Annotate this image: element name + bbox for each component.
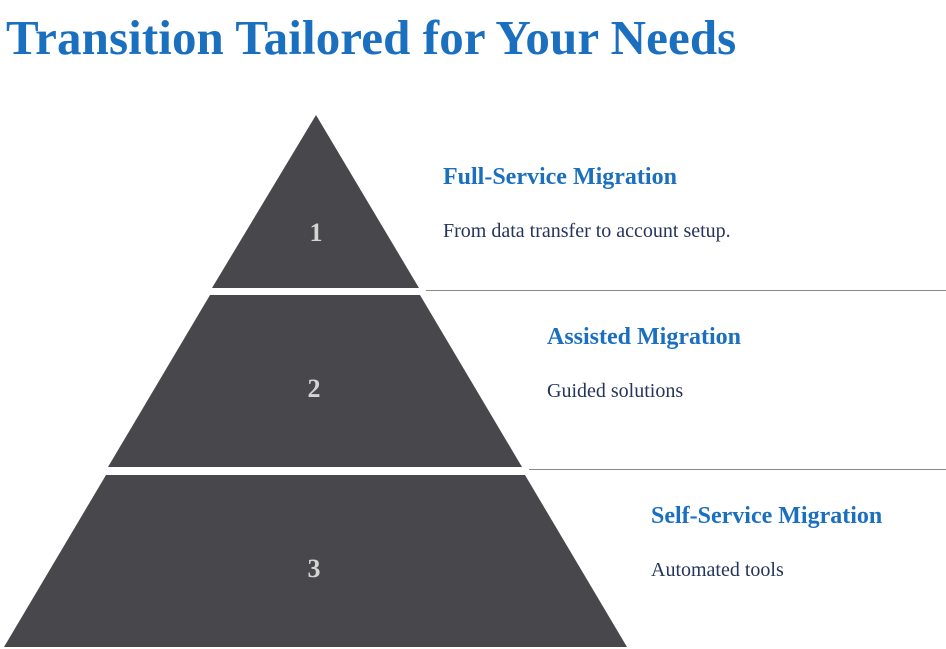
pyramid-tier-1 — [212, 115, 419, 288]
pyramid-tier-2 — [108, 295, 522, 467]
tier-description-1: From data transfer to account setup. — [443, 220, 731, 242]
tier-description-2: Guided solutions — [547, 380, 684, 402]
tier-divider-2 — [529, 469, 946, 470]
tier-number-3: 3 — [308, 554, 321, 583]
tier-description-3: Automated tools — [651, 559, 784, 581]
tier-heading-1: Full-Service Migration — [443, 164, 677, 190]
tier-heading-2: Assisted Migration — [547, 324, 741, 350]
tier-number-2: 2 — [308, 374, 321, 403]
page-title: Transition Tailored for Your Needs — [6, 10, 737, 65]
tier-number-1: 1 — [310, 218, 323, 247]
pyramid-tier-3 — [4, 475, 627, 647]
tier-heading-3: Self-Service Migration — [651, 503, 883, 529]
tier-divider-1 — [426, 290, 946, 291]
